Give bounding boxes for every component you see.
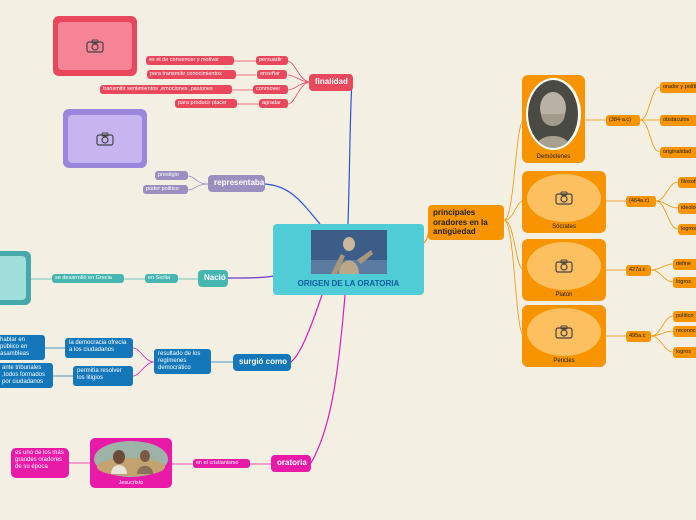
demostenes-bust-image	[528, 80, 578, 148]
nacio-desc[interactable]: se desarrolló en Grecia	[52, 274, 124, 283]
camera-icon	[555, 259, 573, 273]
pericles-item[interactable]: reconocido	[673, 326, 696, 337]
oratoria-context[interactable]: en el cristianismo	[193, 459, 250, 468]
photo-placeholder-purple[interactable]	[63, 109, 147, 168]
platon-item[interactable]: logros	[673, 277, 696, 288]
orator-name: Sócrates	[552, 224, 576, 230]
finalidad-desc[interactable]: para producir placer	[175, 99, 237, 108]
topic-surgio[interactable]: surgió como	[233, 354, 291, 371]
demostenes-item[interactable]: orador y político	[660, 82, 696, 93]
finalidad-verb[interactable]: persuadir	[256, 56, 288, 65]
camera-icon	[86, 39, 104, 53]
representaba-item[interactable]: prestigio	[155, 171, 188, 180]
orator-card-pericles[interactable]: Pericles	[522, 305, 606, 367]
surgio-leaf-text: hablar en público en asambleas	[0, 337, 30, 357]
nacio-where[interactable]: en Sicilia	[145, 274, 178, 283]
jesucristo-caption: Jesucristo	[118, 480, 144, 486]
demostenes-item[interactable]: originalidad	[660, 147, 696, 158]
camera-icon	[555, 325, 573, 339]
orator-date[interactable]: 495a.c	[626, 331, 651, 342]
orator-statue-image	[311, 230, 387, 274]
finalidad-verb[interactable]: agradar	[259, 99, 288, 108]
central-topic[interactable]: ORIGEN DE LA ORATORIA	[273, 224, 424, 295]
surgio-branch[interactable]: permitía resolver los litigios	[73, 366, 133, 386]
orator-date[interactable]: (384-a.c)	[606, 115, 640, 126]
surgio-leaf-text: ante tribunales ,todos formados por ciud…	[2, 365, 46, 385]
photo-placeholder-teal[interactable]	[0, 251, 31, 305]
platon-item[interactable]: define	[673, 259, 696, 270]
jesucristo-card[interactable]: Jesucristo	[90, 438, 172, 488]
camera-icon	[96, 132, 114, 146]
topic-nacio[interactable]: Nació	[198, 270, 228, 287]
oratoria-desc[interactable]: es uno de los más grandes oradores de su…	[11, 448, 69, 478]
orator-card-socrates[interactable]: Sócrates	[522, 171, 606, 233]
surgio-branch[interactable]: la democracia ofrecía a los ciudadanos	[65, 338, 133, 358]
orator-card-demostenes[interactable]: Demóstenes	[522, 75, 585, 163]
orator-card-platon[interactable]: Platón	[522, 239, 606, 301]
surgio-result[interactable]: resultado de los regímenes democrático	[154, 349, 211, 374]
orator-name: Demóstenes	[536, 154, 571, 160]
surgio-leaf[interactable]: hablar en público en asambleas	[0, 335, 45, 360]
finalidad-verb[interactable]: conmover	[253, 85, 288, 94]
topic-principales[interactable]: principales oradores en la antigüedad	[428, 205, 504, 240]
orator-date[interactable]: (464a.c)	[626, 196, 656, 207]
pericles-item[interactable]: político	[673, 311, 696, 322]
finalidad-desc[interactable]: para transmitir conocimientos	[147, 70, 236, 79]
central-topic-title: ORIGEN DE LA ORATORIA	[297, 279, 400, 288]
finalidad-desc[interactable]: transmitir sentimientos ,emociones ,pasi…	[100, 85, 232, 94]
orator-date[interactable]: 427a.c	[626, 265, 651, 276]
finalidad-desc[interactable]: es el de convencer y motivar	[146, 56, 234, 65]
pericles-item[interactable]: logros	[673, 347, 696, 358]
orator-name: Platón	[555, 292, 573, 298]
socrates-item[interactable]: logros	[678, 224, 696, 235]
orator-name: Pericles	[553, 358, 575, 364]
representaba-item[interactable]: poder politico	[143, 185, 188, 194]
demostenes-item[interactable]: obstáculos	[660, 115, 696, 126]
photo-placeholder-red[interactable]	[53, 16, 137, 76]
topic-representaba[interactable]: representaba	[208, 175, 265, 192]
topic-oratoria[interactable]: oratoria	[271, 455, 311, 472]
jesucristo-image	[94, 441, 168, 477]
camera-icon	[555, 191, 573, 205]
surgio-leaf[interactable]: ante tribunales ,todos formados por ciud…	[0, 363, 53, 388]
finalidad-verb[interactable]: enseñar	[257, 70, 287, 79]
topic-finalidad[interactable]: finalidad	[309, 74, 353, 91]
socrates-item[interactable]: ideología	[678, 203, 696, 214]
socrates-item[interactable]: filosofía	[678, 177, 696, 188]
